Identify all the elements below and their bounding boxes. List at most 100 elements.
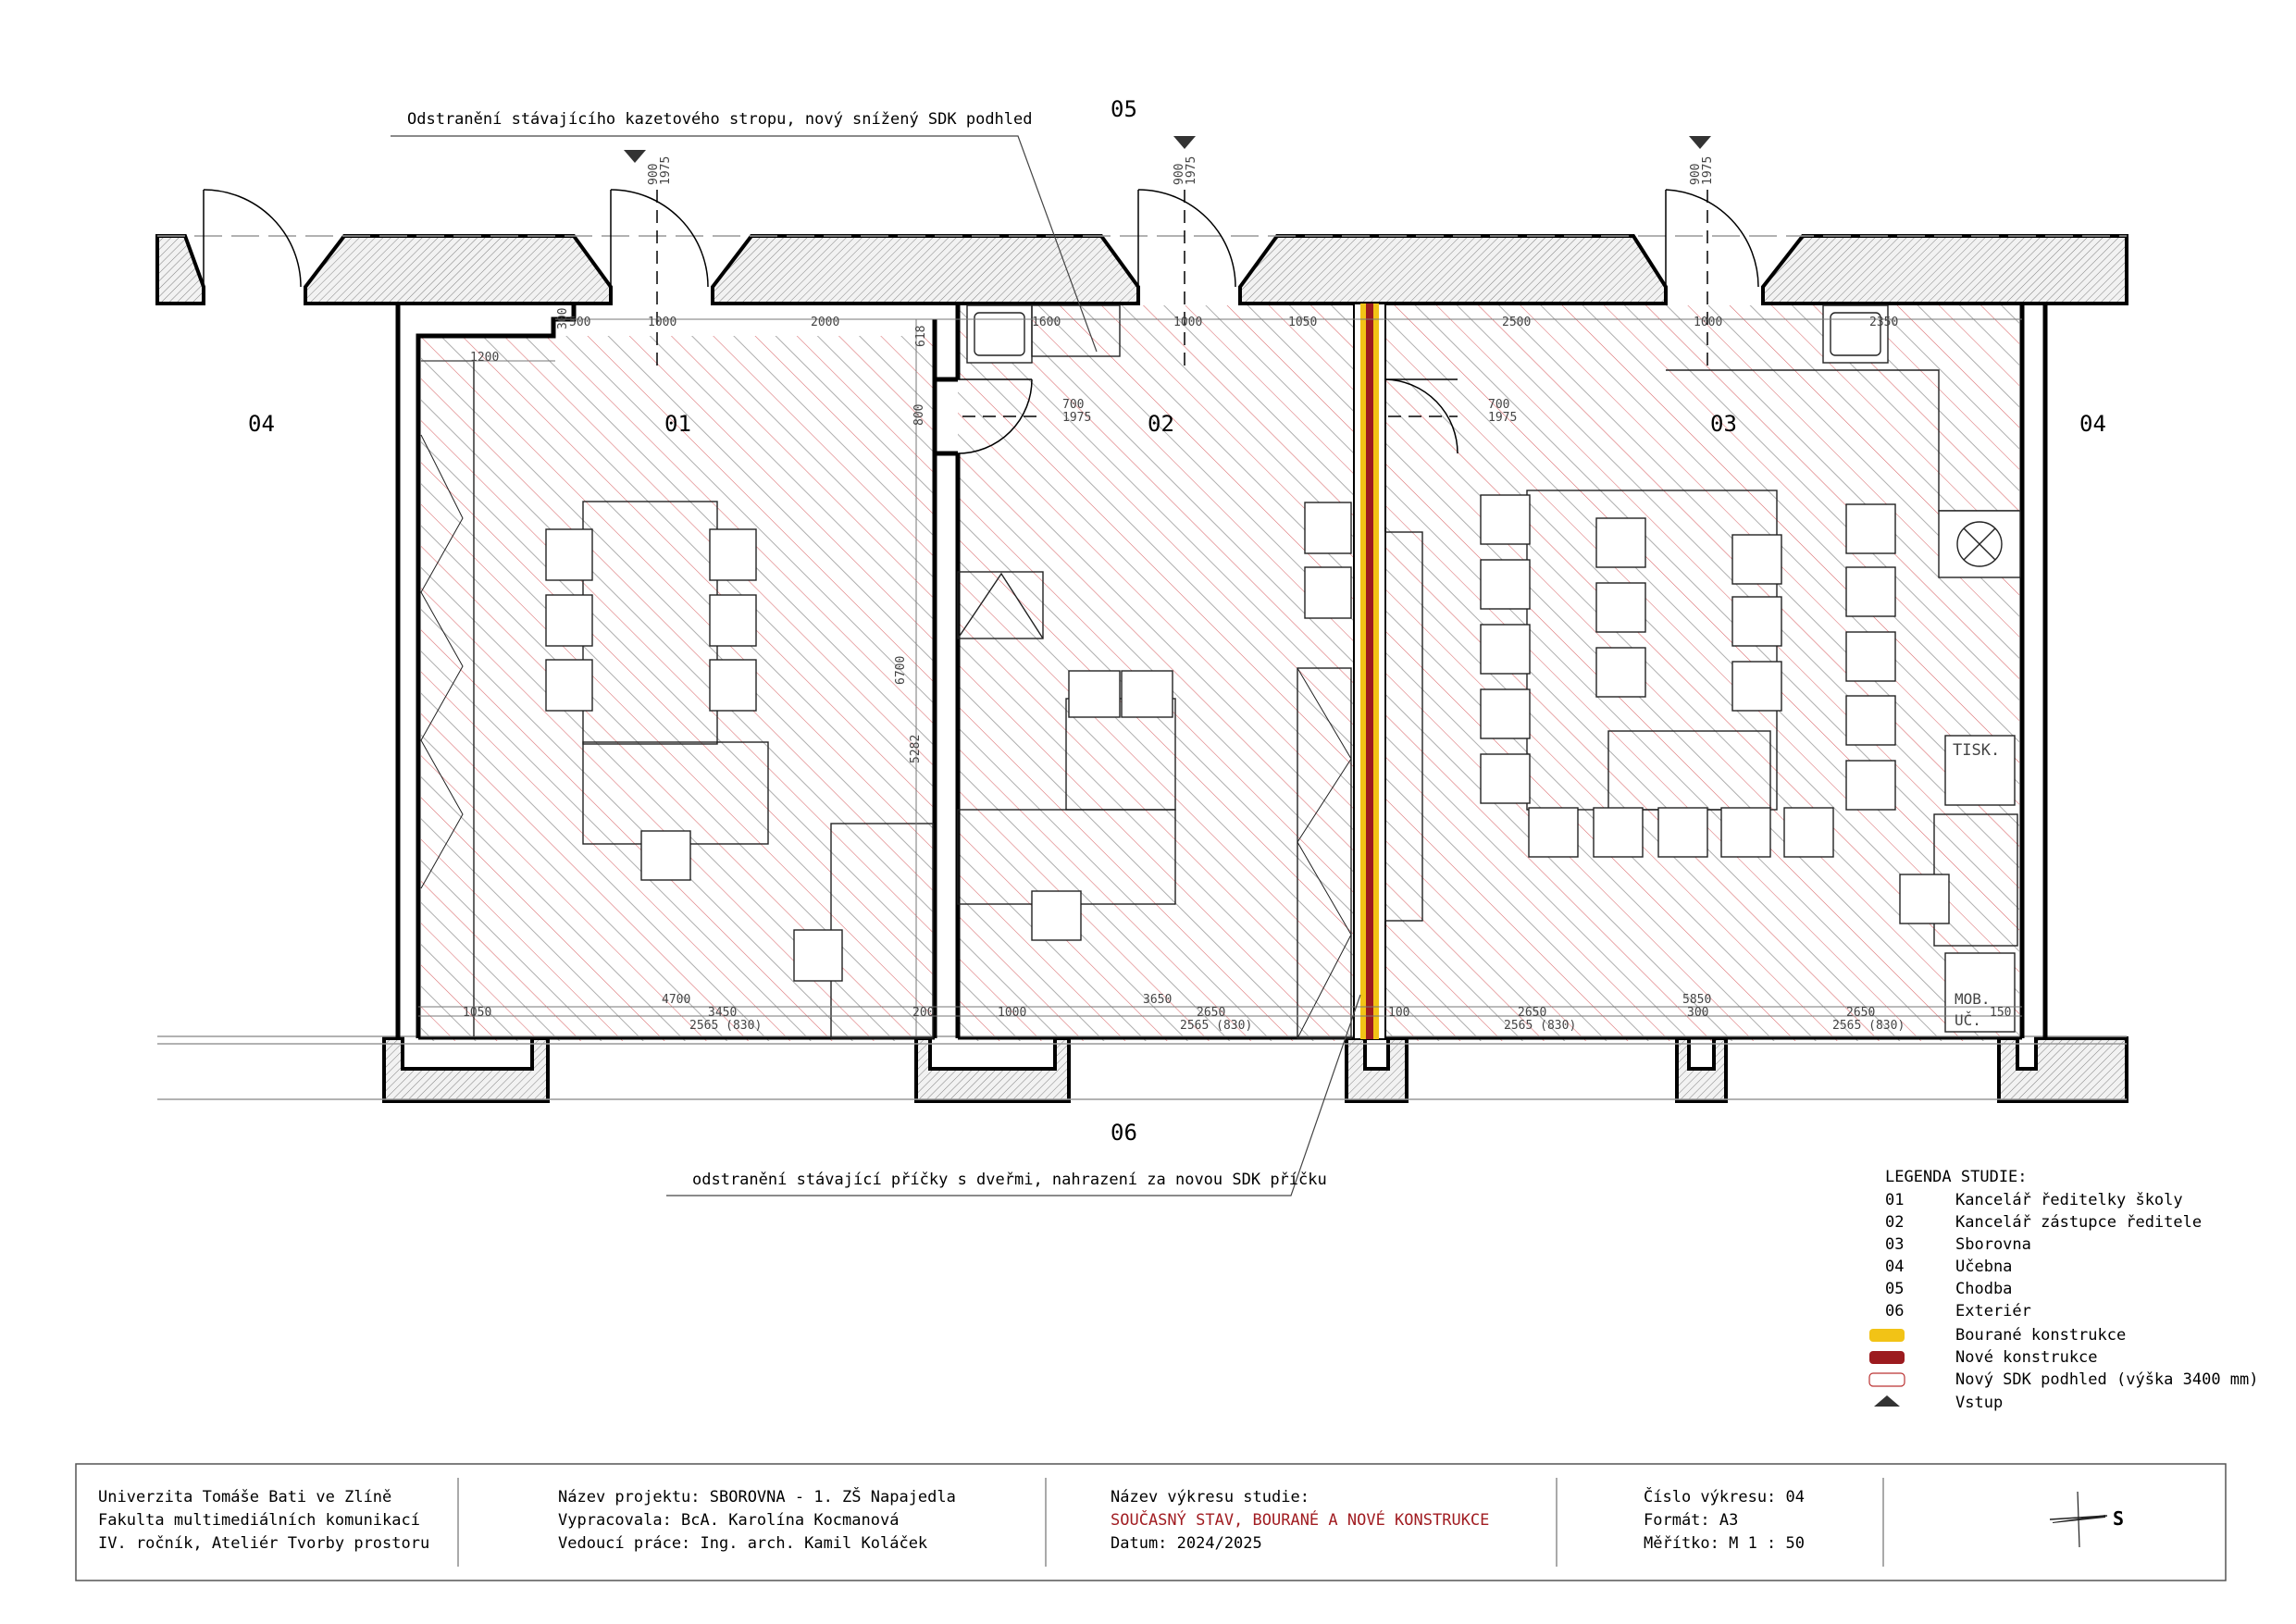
svg-text:2650: 2650 xyxy=(1518,1006,1546,1020)
room-label-04-right: 04 xyxy=(2079,411,2106,437)
svg-text:100: 100 xyxy=(1388,1006,1409,1020)
note-leaders xyxy=(391,135,1361,1196)
svg-text:1975: 1975 xyxy=(1185,156,1198,185)
svg-text:700: 700 xyxy=(1488,398,1509,412)
svg-text:Učebna: Učebna xyxy=(1955,1258,2012,1276)
svg-text:300: 300 xyxy=(556,308,570,329)
svg-text:1200: 1200 xyxy=(470,351,499,365)
svg-text:6700: 6700 xyxy=(894,656,908,685)
entry-arrow-icon xyxy=(1874,1395,1900,1407)
title-block: Univerzita Tomáše Bati ve Zlíně Fakulta … xyxy=(75,1463,2227,1581)
drawing-name: SOUČASNÝ STAV, BOURANÉ A NOVÉ KONSTRUKCE xyxy=(1111,1509,1489,1530)
svg-text:01: 01 xyxy=(1885,1191,1904,1209)
svg-text:Bourané konstrukce: Bourané konstrukce xyxy=(1955,1326,2126,1345)
svg-text:2650: 2650 xyxy=(1197,1006,1225,1020)
svg-text:200: 200 xyxy=(912,1006,934,1020)
room-label-06: 06 xyxy=(1111,1120,1137,1146)
svg-text:1050: 1050 xyxy=(463,1006,491,1020)
svg-text:Chodba: Chodba xyxy=(1955,1280,2012,1298)
top-dimensions: 300 500 1000 2000 618 1600 1000 1050 250… xyxy=(470,308,1898,763)
svg-text:1975: 1975 xyxy=(1062,411,1091,425)
mob-label: MOB. xyxy=(1955,990,1991,1008)
sheet-number: Číslo výkresu: 04 xyxy=(1644,1486,1805,1506)
svg-text:1975: 1975 xyxy=(1701,156,1715,185)
legend-title: LEGENDA STUDIE: xyxy=(1885,1168,2028,1186)
svg-text:Kancelář zástupce ředitele: Kancelář zástupce ředitele xyxy=(1955,1213,2202,1232)
svg-text:2650: 2650 xyxy=(1846,1006,1875,1020)
north-label: S xyxy=(2113,1507,2124,1530)
uc-label: UČ. xyxy=(1955,1011,1981,1029)
sheet-scale: Měřítko: M 1 : 50 xyxy=(1644,1534,1805,1553)
svg-text:3450: 3450 xyxy=(708,1006,737,1020)
sheet-format: Formát: A3 xyxy=(1644,1511,1738,1530)
door-dims: 900 1975 900 1975 900 1975 700 1975 700 … xyxy=(647,156,1715,425)
svg-text:4700: 4700 xyxy=(662,993,690,1007)
svg-text:05: 05 xyxy=(1885,1280,1904,1298)
corridor-lines xyxy=(157,235,2127,1100)
supervisor: Vedoucí práce: Ing. arch. Kamil Koláček xyxy=(558,1534,927,1553)
swatch-ceiling xyxy=(1868,1372,1905,1387)
svg-text:800: 800 xyxy=(912,404,926,426)
corridor-wall xyxy=(382,1036,2128,1103)
svg-text:3650: 3650 xyxy=(1143,993,1172,1007)
svg-text:2565 (830): 2565 (830) xyxy=(1504,1019,1576,1033)
svg-text:5850: 5850 xyxy=(1682,993,1711,1007)
drawing-date: Datum: 2024/2025 xyxy=(1111,1534,1262,1553)
printer-label: TISK. xyxy=(1953,741,2000,760)
school-line-1: Univerzita Tomáše Bati ve Zlíně xyxy=(98,1488,391,1506)
svg-text:1050: 1050 xyxy=(1288,316,1317,329)
svg-text:06: 06 xyxy=(1885,1302,1904,1320)
author: Vypracovala: BcA. Karolína Kocmanová xyxy=(558,1511,899,1530)
svg-text:2000: 2000 xyxy=(811,316,839,329)
dimension-lines xyxy=(418,318,2022,1036)
svg-text:2565 (830): 2565 (830) xyxy=(689,1019,762,1033)
north-arrow-icon xyxy=(2049,1491,2108,1548)
svg-text:1975: 1975 xyxy=(1488,411,1517,425)
room-label-05: 05 xyxy=(1111,96,1137,122)
new-partition xyxy=(1353,303,1386,1040)
room-label-04-left: 04 xyxy=(248,411,275,437)
svg-text:Exteriér: Exteriér xyxy=(1955,1302,2031,1320)
svg-text:Nový SDK podhled (výška 3400 m: Nový SDK podhled (výška 3400 mm) xyxy=(1955,1370,2259,1389)
swatch-demolished xyxy=(1869,1329,1905,1342)
svg-text:300: 300 xyxy=(1687,1006,1708,1020)
svg-text:700: 700 xyxy=(1062,398,1084,412)
svg-text:2565 (830): 2565 (830) xyxy=(1180,1019,1252,1033)
svg-text:1000: 1000 xyxy=(998,1006,1026,1020)
room-label-02: 02 xyxy=(1148,411,1174,437)
project-name: Název projektu: SBOROVNA - 1. ZŠ Napajed… xyxy=(558,1486,956,1506)
svg-text:1000: 1000 xyxy=(648,316,676,329)
exterior-wall xyxy=(155,234,2128,305)
svg-text:2350: 2350 xyxy=(1869,316,1898,329)
svg-text:900: 900 xyxy=(647,164,661,185)
svg-text:150: 150 xyxy=(1990,1006,2011,1020)
svg-text:500: 500 xyxy=(569,316,590,329)
svg-text:5282: 5282 xyxy=(909,735,923,763)
doors xyxy=(203,189,1759,454)
drawing-label: Název výkresu studie: xyxy=(1111,1488,1309,1506)
svg-text:2565 (830): 2565 (830) xyxy=(1832,1019,1905,1033)
furniture xyxy=(420,304,2021,1039)
svg-text:900: 900 xyxy=(1689,164,1703,185)
svg-text:04: 04 xyxy=(1885,1258,1904,1276)
school-line-2: Fakulta multimediálních komunikací xyxy=(98,1511,420,1530)
school-line-3: IV. ročník, Ateliér Tvorby prostoru xyxy=(98,1534,429,1553)
legend: LEGENDA STUDIE: 01 Kancelář ředitelky šk… xyxy=(1868,1168,2259,1412)
svg-text:1000: 1000 xyxy=(1694,316,1722,329)
svg-text:Nové konstrukce: Nové konstrukce xyxy=(1955,1348,2098,1367)
swatch-new xyxy=(1869,1351,1905,1364)
svg-text:900: 900 xyxy=(1173,164,1186,185)
svg-text:1975: 1975 xyxy=(659,156,673,185)
svg-text:1000: 1000 xyxy=(1173,316,1202,329)
svg-text:Sborovna: Sborovna xyxy=(1955,1235,2031,1254)
svg-text:618: 618 xyxy=(914,326,928,347)
svg-text:02: 02 xyxy=(1885,1213,1904,1232)
entry-arrows xyxy=(624,136,1711,163)
note-partition-replacement: odstranění stávající příčky s dveřmi, na… xyxy=(692,1171,1327,1189)
note-ceiling-removal: Odstranění stávajícího kazetového stropu… xyxy=(407,110,1033,129)
svg-text:03: 03 xyxy=(1885,1235,1904,1254)
svg-text:1600: 1600 xyxy=(1032,316,1061,329)
svg-text:Kancelář ředitelky školy: Kancelář ředitelky školy xyxy=(1955,1191,2183,1209)
bottom-dimensions: 4700 3650 5850 1050 3450 200 1000 2650 1… xyxy=(463,993,2011,1033)
